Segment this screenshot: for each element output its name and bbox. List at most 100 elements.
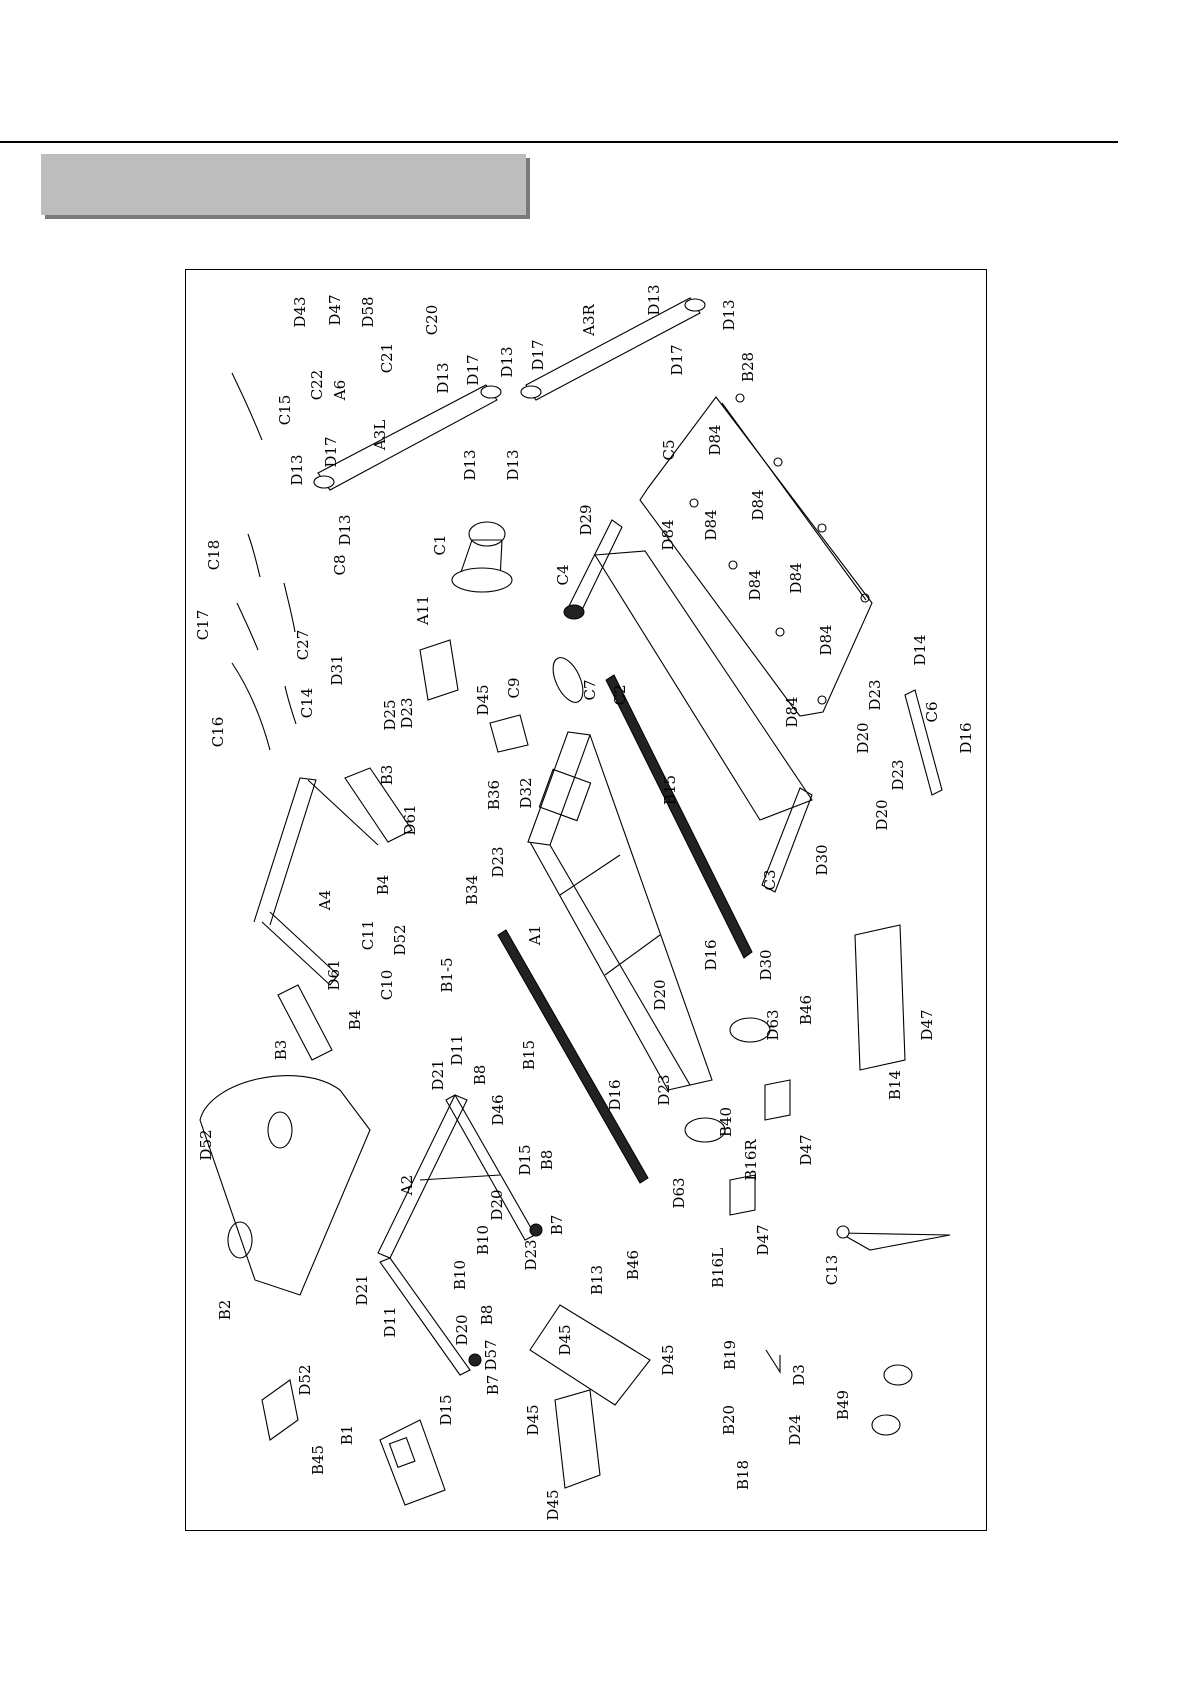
part-label-c5: C5 [660, 439, 678, 460]
part-label-d23: D23 [522, 1239, 540, 1270]
rear-roller [761, 787, 813, 893]
part-label-d84: D84 [746, 569, 764, 600]
part-label-d20: D20 [651, 979, 669, 1010]
part-label-d11: D11 [381, 1306, 399, 1337]
part-label-d23: D23 [655, 1074, 673, 1105]
part-label-b2: B2 [216, 1300, 234, 1321]
part-label-d47: D47 [918, 1009, 936, 1040]
part-label-d14: D14 [911, 634, 929, 665]
part-label-b10: B10 [474, 1225, 492, 1255]
side-rail-left [497, 929, 649, 1184]
parts-line-art [199, 297, 951, 1506]
part-label-b13: B13 [588, 1265, 606, 1295]
part-label-b4: B4 [374, 875, 392, 896]
part-label-d29: D29 [577, 504, 595, 535]
rear-foot-left [684, 1117, 726, 1143]
part-label-c6: C6 [923, 701, 941, 722]
part-label-b18: B18 [734, 1460, 752, 1490]
part-label-d13: D13 [336, 514, 354, 545]
part-label-d84: D84 [749, 489, 767, 520]
part-label-d17: D17 [529, 339, 547, 370]
motor-hood [529, 1304, 651, 1406]
part-label-d20: D20 [873, 799, 891, 830]
part-label-c15: C15 [276, 395, 294, 426]
part-label-c22: C22 [308, 370, 326, 401]
handrail-grip [277, 984, 333, 1061]
part-label-b10: B10 [451, 1260, 469, 1290]
wheel-1 [883, 1364, 913, 1386]
part-label-d47: D47 [797, 1134, 815, 1165]
part-label-d52: D52 [296, 1364, 314, 1395]
motor [451, 521, 513, 593]
part-label-d61: D61 [325, 959, 343, 990]
part-label-b46: B46 [624, 1250, 642, 1280]
page-rule [0, 141, 1118, 143]
part-label-c18: C18 [205, 540, 223, 571]
part-label-c3: C3 [761, 869, 779, 890]
part-label-d13: D13 [720, 299, 738, 330]
cable-c18 [247, 533, 261, 578]
part-label-d13: D13 [288, 454, 306, 485]
main-frame [527, 731, 713, 1091]
part-label-d84: D84 [702, 509, 720, 540]
part-label-a1: A1 [526, 925, 544, 946]
part-label-d52: D52 [197, 1129, 215, 1160]
part-label-b28: B28 [739, 352, 757, 382]
part-label-b1-5: B1-5 [438, 957, 456, 992]
part-label-d20: D20 [854, 722, 872, 753]
part-label-d13: D13 [434, 362, 452, 393]
console-bracket [261, 1379, 299, 1441]
part-label-d84: D84 [659, 519, 677, 550]
part-label-b1: B1 [338, 1425, 356, 1446]
part-label-d13: D13 [461, 449, 479, 480]
part-label-d16: D16 [702, 939, 720, 970]
part-label-d63: D63 [670, 1177, 688, 1208]
part-label-d17: D17 [668, 344, 686, 375]
part-label-d45: D45 [556, 1324, 574, 1355]
part-label-c27: C27 [294, 630, 312, 661]
part-label-b14: B14 [886, 1070, 904, 1100]
part-label-d15: D15 [437, 1394, 455, 1425]
part-label-b19: B19 [721, 1340, 739, 1370]
part-label-d21: D21 [429, 1059, 447, 1090]
part-label-d58: D58 [359, 296, 377, 327]
part-label-a3l: A3L [371, 420, 389, 451]
part-label-a6: A6 [331, 380, 349, 401]
side-rail-right [605, 674, 753, 959]
drive-belt [552, 657, 584, 703]
part-label-d15: D15 [516, 1144, 534, 1175]
cable-c16 [231, 662, 271, 751]
part-label-c21: C21 [378, 343, 396, 374]
part-label-c10: C10 [378, 970, 396, 1001]
cable-c17 [236, 602, 259, 651]
part-label-b49: B49 [834, 1390, 852, 1420]
part-label-c9: C9 [505, 677, 523, 698]
part-label-d61: D61 [401, 804, 419, 835]
part-label-d31: D31 [328, 654, 346, 685]
part-label-a11: A11 [414, 595, 432, 626]
part-label-b8: B8 [478, 1305, 496, 1326]
console-frame [199, 1075, 371, 1296]
part-label-c1: C1 [431, 534, 449, 555]
part-label-c17: C17 [194, 610, 212, 641]
part-label-d32: D32 [517, 777, 535, 808]
part-label-d17: D17 [464, 354, 482, 385]
part-label-b15: B15 [520, 1040, 538, 1070]
part-label-b45: B45 [309, 1445, 327, 1475]
part-label-b8: B8 [471, 1065, 489, 1086]
part-label-d30: D30 [813, 844, 831, 875]
part-label-d46: D46 [489, 1094, 507, 1125]
safety-key [839, 1232, 951, 1251]
upright-right [520, 297, 706, 401]
upright-left [313, 384, 502, 491]
end-cap-left [729, 1174, 756, 1216]
part-label-b7: B7 [548, 1215, 566, 1236]
front-roller [563, 519, 623, 620]
controller-board [489, 714, 529, 753]
part-label-b3: B3 [378, 765, 396, 786]
part-label-d21: D21 [353, 1274, 371, 1305]
part-label-d24: D24 [786, 1414, 804, 1445]
rear-frame [854, 924, 906, 1071]
part-label-d47: D47 [754, 1224, 772, 1255]
